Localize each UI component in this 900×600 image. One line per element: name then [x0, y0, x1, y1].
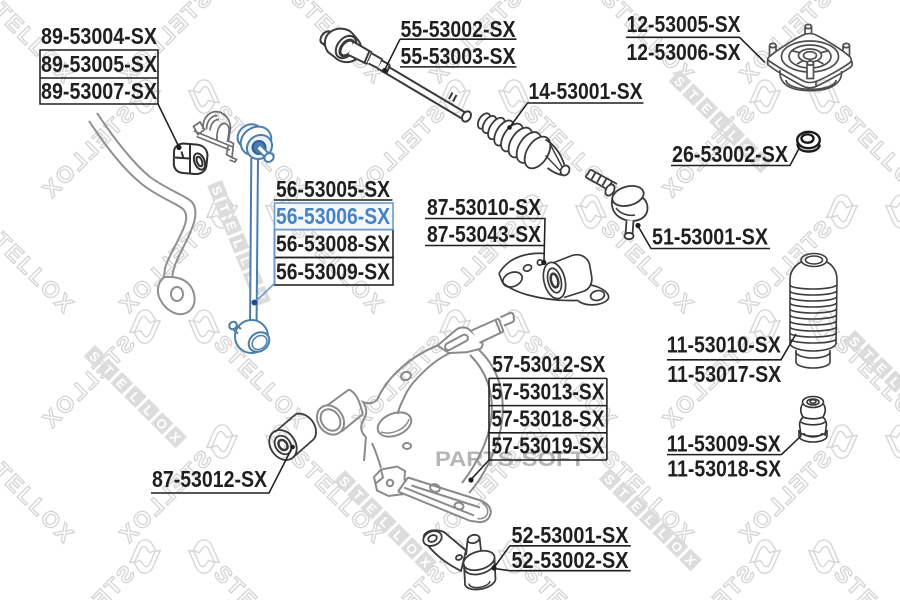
svg-text:11-53009-SX: 11-53009-SX: [667, 431, 782, 457]
svg-text:52-53002-SX: 52-53002-SX: [512, 547, 630, 573]
svg-text:56-53008-SX: 56-53008-SX: [276, 231, 391, 257]
svg-text:57-53019-SX: 57-53019-SX: [492, 433, 606, 459]
svg-text:14-53001-SX: 14-53001-SX: [529, 78, 644, 104]
svg-text:56-53006-SX: 56-53006-SX: [276, 203, 391, 229]
svg-text:26-53002-SX: 26-53002-SX: [672, 141, 789, 167]
svg-text:56-53009-SX: 56-53009-SX: [276, 259, 391, 285]
svg-text:57-53012-SX: 57-53012-SX: [492, 351, 606, 377]
svg-text:11-53018-SX: 11-53018-SX: [667, 456, 782, 482]
svg-text:56-53005-SX: 56-53005-SX: [276, 176, 391, 202]
svg-text:55-53003-SX: 55-53003-SX: [401, 43, 517, 69]
svg-text:52-53001-SX: 52-53001-SX: [512, 522, 630, 548]
svg-text:89-53004-SX: 89-53004-SX: [41, 23, 158, 49]
svg-text:11-53017-SX: 11-53017-SX: [667, 361, 782, 387]
svg-text:57-53013-SX: 57-53013-SX: [492, 379, 606, 405]
svg-text:51-53001-SX: 51-53001-SX: [652, 224, 769, 250]
svg-text:12-53006-SX: 12-53006-SX: [627, 39, 742, 65]
svg-text:57-53018-SX: 57-53018-SX: [492, 406, 606, 432]
svg-text:87-53043-SX: 87-53043-SX: [427, 221, 542, 247]
svg-text:11-53010-SX: 11-53010-SX: [667, 332, 782, 358]
svg-text:12-53005-SX: 12-53005-SX: [627, 11, 742, 37]
svg-text:89-53005-SX: 89-53005-SX: [41, 51, 158, 77]
svg-text:55-53002-SX: 55-53002-SX: [401, 16, 517, 42]
svg-text:87-53012-SX: 87-53012-SX: [152, 466, 268, 492]
svg-text:89-53007-SX: 89-53007-SX: [41, 78, 158, 104]
svg-text:87-53010-SX: 87-53010-SX: [427, 194, 542, 220]
